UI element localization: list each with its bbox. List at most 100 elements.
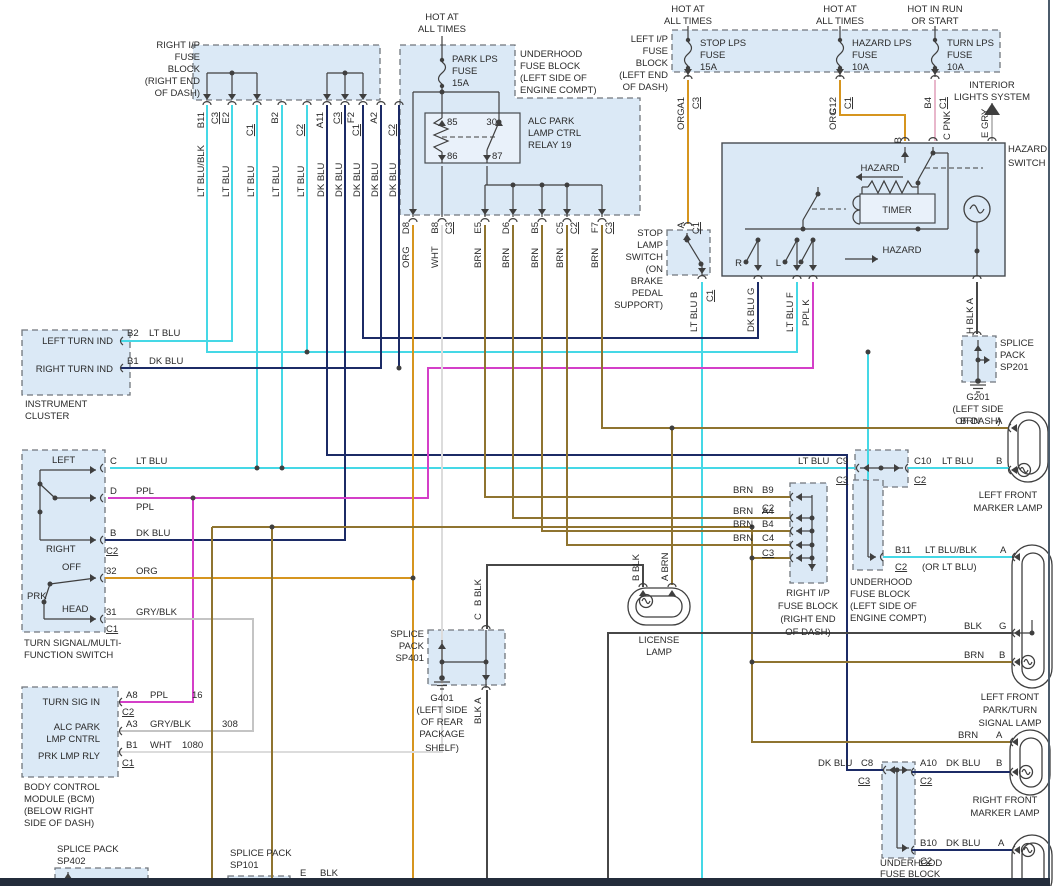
diagram-label: SPLICE PACK [57, 844, 119, 855]
diagram-label: OF DASH) [785, 627, 830, 638]
instrument-cluster-box [21, 329, 131, 396]
diagram-label: SHELF) [425, 743, 459, 754]
diagram-label: LT BLU/BLK [925, 545, 978, 556]
junction-dot [1029, 630, 1035, 636]
diagram-label: BRN [555, 248, 566, 268]
connector-pin-icon [118, 726, 123, 736]
arrowhead-icon [889, 766, 895, 774]
fuse-terminal [932, 37, 938, 43]
diagram-label: HAZARD LPS [852, 38, 912, 49]
arrowhead-icon [793, 265, 801, 271]
diagram-label: FUSE BLOCK [880, 869, 941, 880]
arrowhead-icon [863, 464, 869, 472]
diagram-label: SIDE OF DASH) [24, 818, 94, 829]
arrowhead-icon [1014, 629, 1020, 637]
arrowhead-icon [438, 643, 446, 649]
diagram-label: LT BLU [798, 456, 829, 467]
bcm-box [21, 686, 119, 778]
diagram-label: 308 [222, 719, 238, 730]
diagram-label: LEFT FRONT [981, 692, 1040, 703]
diagram-label: HAZARD [1008, 144, 1047, 155]
junction-dot [975, 378, 981, 384]
diagram-label: DK BLU [946, 838, 980, 849]
connector-pin-icon [792, 275, 802, 280]
diagram-label: LT BLU [942, 456, 973, 467]
connector-pin-icon [302, 101, 312, 106]
wire-wht [120, 225, 443, 753]
schematic-line [39, 483, 56, 499]
connector-pin-icon [437, 218, 447, 223]
diagram-label: UNDERHOOD [880, 858, 942, 869]
connector-pin-icon [987, 137, 997, 142]
arrowhead-icon [796, 514, 802, 522]
diagram-label: PRK [27, 591, 47, 602]
diagram-label: SPLICE [1000, 338, 1034, 349]
diagram-label: 15A [452, 78, 470, 89]
diagram-label: ORG [828, 108, 839, 130]
wire-gryblk [105, 618, 254, 732]
right-ip-fuse-block-right-box [789, 482, 828, 584]
diagram-label: RIGHT I/P [156, 40, 200, 51]
diagram-label: SP401 [395, 653, 424, 664]
diagram-label: BLOCK [636, 58, 669, 69]
timer-box [859, 193, 936, 224]
junction-dot [698, 261, 704, 267]
wire-ltblu [206, 105, 798, 353]
diagram-label: B [996, 758, 1002, 769]
diagram-label: BRN [733, 519, 753, 530]
diagram-label: B10 [920, 838, 937, 849]
connector-pin-icon [1009, 767, 1014, 777]
wire-dkblu [105, 105, 346, 541]
diagram-label: 1080 [182, 740, 203, 751]
diagram-label: DK BLU [149, 356, 183, 367]
connector-pin-icon [904, 463, 909, 473]
fuse-terminal [685, 37, 691, 43]
diagram-label: TURN LPS [947, 38, 994, 49]
connector-pin-icon [683, 222, 693, 227]
junction-dot [483, 659, 489, 665]
diagram-label: HAZARD [860, 163, 899, 174]
junction-dot [749, 555, 755, 561]
diagram-label: C3 [210, 112, 221, 124]
diagram-label: ALC PARK [54, 722, 101, 733]
diagram-label: LT BLU [149, 328, 180, 339]
diagram-label: LT BLU [246, 166, 257, 197]
connector-pin-icon [667, 583, 677, 588]
left-ip-fuse-block-box [671, 29, 1001, 73]
diagram-label: LAMP [637, 240, 663, 251]
diagram-label: B9 [762, 485, 774, 496]
arrowhead-icon [754, 265, 762, 271]
diagram-label: (LEFT SIDE [952, 404, 1003, 415]
diagram-label: BRAKE [631, 276, 663, 287]
wire-brn [751, 527, 1011, 743]
wire-blk [607, 632, 1013, 878]
diagram-label: PARK/TURN [983, 705, 1037, 716]
connector-pin-icon [1009, 737, 1014, 747]
arrowhead-icon [598, 209, 606, 215]
diagram-label: H BLK A [965, 297, 976, 334]
arrowhead-icon [1014, 846, 1020, 854]
diagram-label: PACK [1000, 350, 1026, 361]
junction-dot [782, 259, 788, 265]
diagram-label: PACKAGE [419, 729, 464, 740]
diagram-label: ALL TIMES [664, 16, 712, 27]
connector-pin-icon [972, 331, 982, 336]
diagram-label: LEFT I/P [631, 34, 668, 45]
diagram-label: ORG [136, 566, 158, 577]
junction-dot [342, 70, 348, 76]
wire-dkblu [362, 105, 759, 339]
diagram-label: B BLK [631, 553, 642, 581]
diagram-label: (LEFT END [619, 70, 668, 81]
diagram-label: LT BLU [271, 166, 282, 197]
connector-pin-icon [118, 697, 123, 707]
right-front-park-turn-lamp-partial-inner [1021, 842, 1045, 886]
diagram-label: L [776, 258, 781, 269]
junction-dot [41, 599, 47, 605]
diagram-label: HOT AT [425, 12, 459, 23]
junction-dot [894, 767, 900, 773]
junction-dot [539, 182, 545, 188]
diagram-label: ALL TIMES [418, 24, 466, 35]
bulb-filament [641, 597, 651, 605]
diagram-label: PPL K [801, 299, 812, 326]
